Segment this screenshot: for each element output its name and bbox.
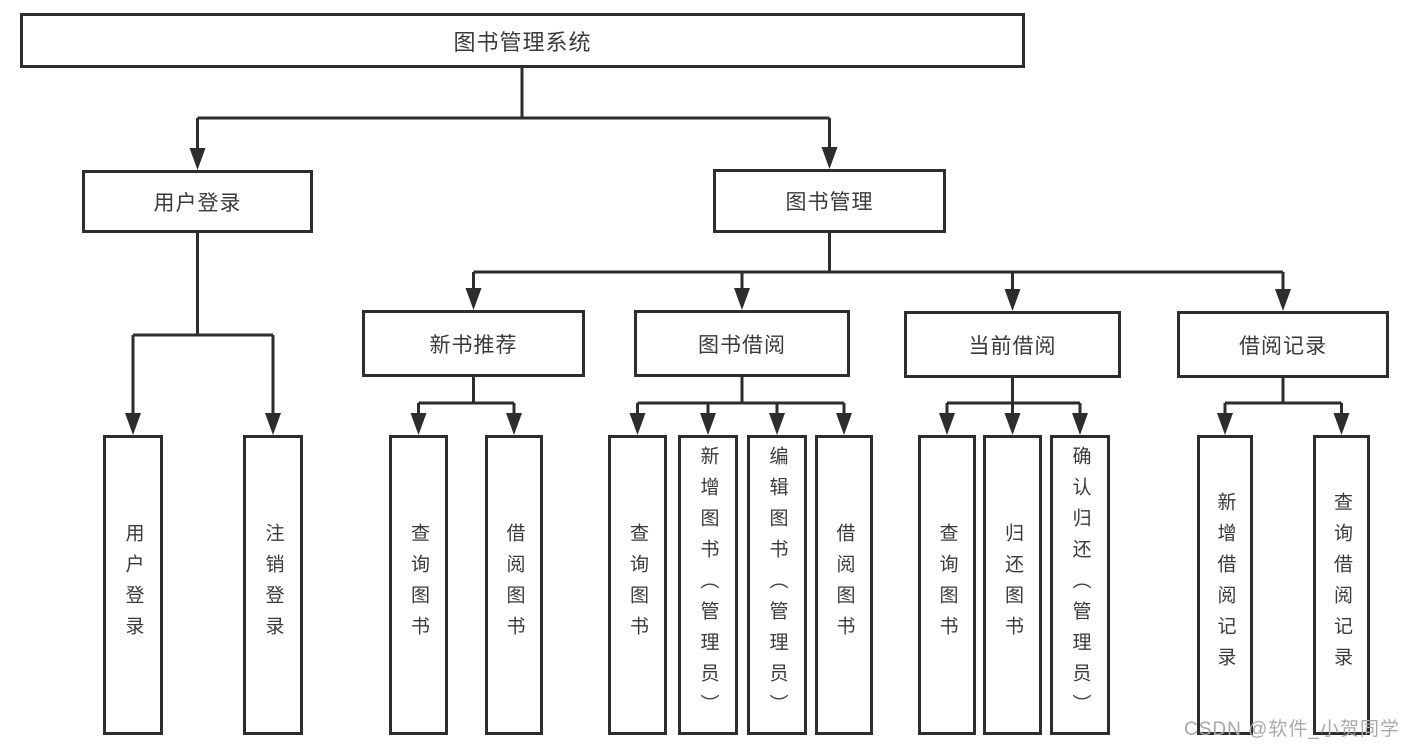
arrowhead	[836, 413, 852, 435]
arrowhead	[1275, 289, 1291, 311]
node-label: 新书推荐	[429, 333, 518, 357]
leaf-return-books: 归还图书	[983, 435, 1042, 735]
connector-newbook-to-leaves	[417, 377, 516, 415]
node-label: 当前借阅	[968, 334, 1057, 358]
node-label: 编辑图书（管理员）	[766, 445, 788, 725]
arrowhead	[265, 413, 281, 435]
arrowhead	[465, 288, 482, 310]
leaf-query-books-recommend: 查询图书	[389, 435, 448, 735]
node-label: 图书管理	[785, 191, 874, 214]
leaf-user-login: 用户登录	[103, 435, 163, 735]
node-new-book-recommend: 新书推荐	[362, 310, 585, 377]
leaf-query-books-borrowing: 查询图书	[608, 435, 667, 735]
arrowhead	[821, 147, 838, 169]
node-label: 查询借阅记录	[1331, 492, 1352, 678]
arrowhead	[700, 413, 716, 435]
node-label: 确认归还（管理员）	[1069, 445, 1091, 725]
node-label: 查询图书	[408, 523, 429, 647]
node-label: 新增图书（管理员）	[697, 445, 719, 725]
node-label: 注销登录	[262, 523, 284, 647]
node-label: 用户登录	[122, 523, 144, 647]
leaf-edit-book-admin: 编辑图书（管理员）	[747, 435, 807, 735]
leaf-confirm-return-admin: 确认归还（管理员）	[1050, 435, 1110, 735]
leaf-query-borrowing-record: 查询借阅记录	[1313, 435, 1370, 735]
arrowhead	[1217, 413, 1233, 435]
leaf-add-borrowing-record: 新增借阅记录	[1197, 435, 1253, 735]
connector-current-to-leaves	[945, 378, 1082, 415]
arrowhead	[629, 413, 646, 435]
arrowhead	[1072, 413, 1088, 435]
leaf-logout: 注销登录	[243, 435, 303, 735]
csdn-watermark: CSDN @软件_小贺同学	[1184, 719, 1400, 740]
arrowhead	[1004, 289, 1021, 311]
arrowhead	[769, 413, 785, 435]
leaf-borrow-books-borrowing: 借阅图书	[815, 435, 873, 735]
node-label: 新增借阅记录	[1214, 492, 1236, 678]
arrowhead	[506, 413, 522, 435]
node-label: 借阅图书	[503, 523, 525, 647]
arrowhead	[125, 413, 141, 435]
arrowhead	[1004, 413, 1021, 435]
connector-records-to-leaves	[1223, 378, 1343, 415]
arrowhead	[1333, 413, 1350, 435]
node-label: 借阅记录	[1239, 334, 1327, 358]
arrowheads	[125, 147, 1350, 435]
node-label: 用户登录	[153, 191, 242, 215]
node-label: 借阅图书	[833, 523, 855, 647]
connector-bookmgmt-to-level3	[472, 233, 1285, 290]
arrowhead	[734, 288, 750, 310]
arrowhead	[410, 413, 427, 435]
leaf-add-book-admin: 新增图书（管理员）	[678, 435, 738, 735]
arrowhead	[939, 413, 955, 435]
connector-userlogin-to-leaves	[131, 233, 275, 415]
connector-root-to-level2	[196, 68, 831, 150]
node-label: 归还图书	[1002, 523, 1023, 647]
node-book-management: 图书管理	[713, 169, 946, 233]
leaf-query-books-current: 查询图书	[918, 435, 976, 735]
node-library-management-system: 图书管理系统	[20, 13, 1025, 68]
node-label: 图书借阅	[698, 333, 786, 357]
node-user-login: 用户登录	[82, 170, 313, 233]
arrowhead	[189, 148, 206, 170]
node-label: 查询图书	[627, 523, 648, 647]
node-current-borrowing: 当前借阅	[904, 311, 1121, 378]
node-label: 图书管理系统	[453, 29, 592, 55]
connector-borrowing-to-leaves	[636, 377, 846, 415]
node-label: 查询图书	[936, 523, 958, 647]
leaf-borrow-books-recommend: 借阅图书	[485, 435, 543, 735]
node-borrowing-records: 借阅记录	[1177, 311, 1389, 378]
node-book-borrowing: 图书借阅	[634, 310, 850, 377]
